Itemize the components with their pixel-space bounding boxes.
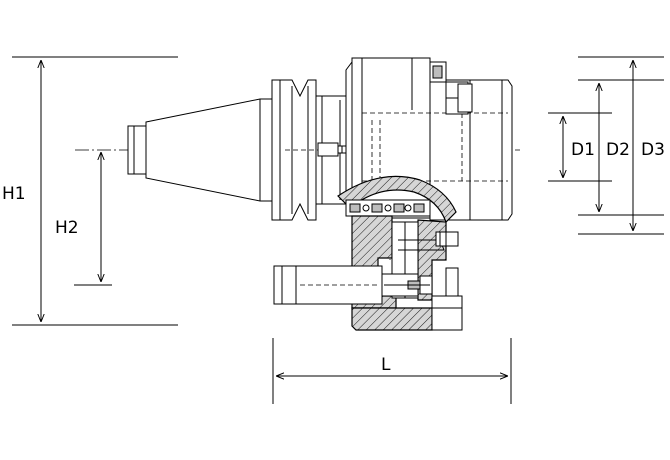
dimension-d-group: D1 D2 D3 xyxy=(548,56,665,235)
dimension-d2-label: D2 xyxy=(606,140,630,160)
dimension-d3-label: D3 xyxy=(641,140,665,160)
angle-head-section xyxy=(273,175,463,331)
dimension-h2-label: H2 xyxy=(55,218,79,238)
dimension-h1-label: H1 xyxy=(2,184,26,204)
dimension-l-label: L xyxy=(381,355,391,375)
dimension-h1: H1 xyxy=(2,56,178,326)
dimension-d1-label: D1 xyxy=(571,140,595,160)
dimension-l: L xyxy=(272,338,512,404)
dimension-h2: H2 xyxy=(55,152,112,286)
